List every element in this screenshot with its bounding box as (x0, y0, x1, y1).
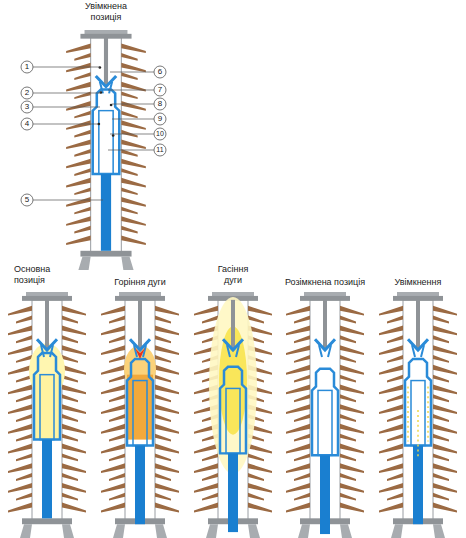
stage-label: Горіння дуги (95, 277, 185, 288)
callout-number: 2 (19, 87, 35, 99)
callout-number: 9 (152, 113, 168, 125)
figure-label: Увімкнена позиція (78, 1, 134, 23)
stage-label: Увімкнення (373, 277, 463, 288)
callout-number: 7 (152, 84, 168, 96)
stage-label: Основна позиція (14, 264, 64, 286)
callout-number: 1 (19, 61, 35, 73)
callout-number: 8 (152, 98, 168, 110)
callout-number: 11 (150, 144, 170, 156)
stage-label: Гасіння дуги (208, 264, 258, 286)
callout-number: 6 (152, 66, 168, 78)
callout-number: 10 (150, 128, 170, 140)
callout-number: 3 (19, 101, 35, 113)
callout-number: 5 (19, 194, 35, 206)
callout-number: 4 (19, 118, 35, 130)
stage-label: Розімкнена позиція (270, 277, 380, 288)
